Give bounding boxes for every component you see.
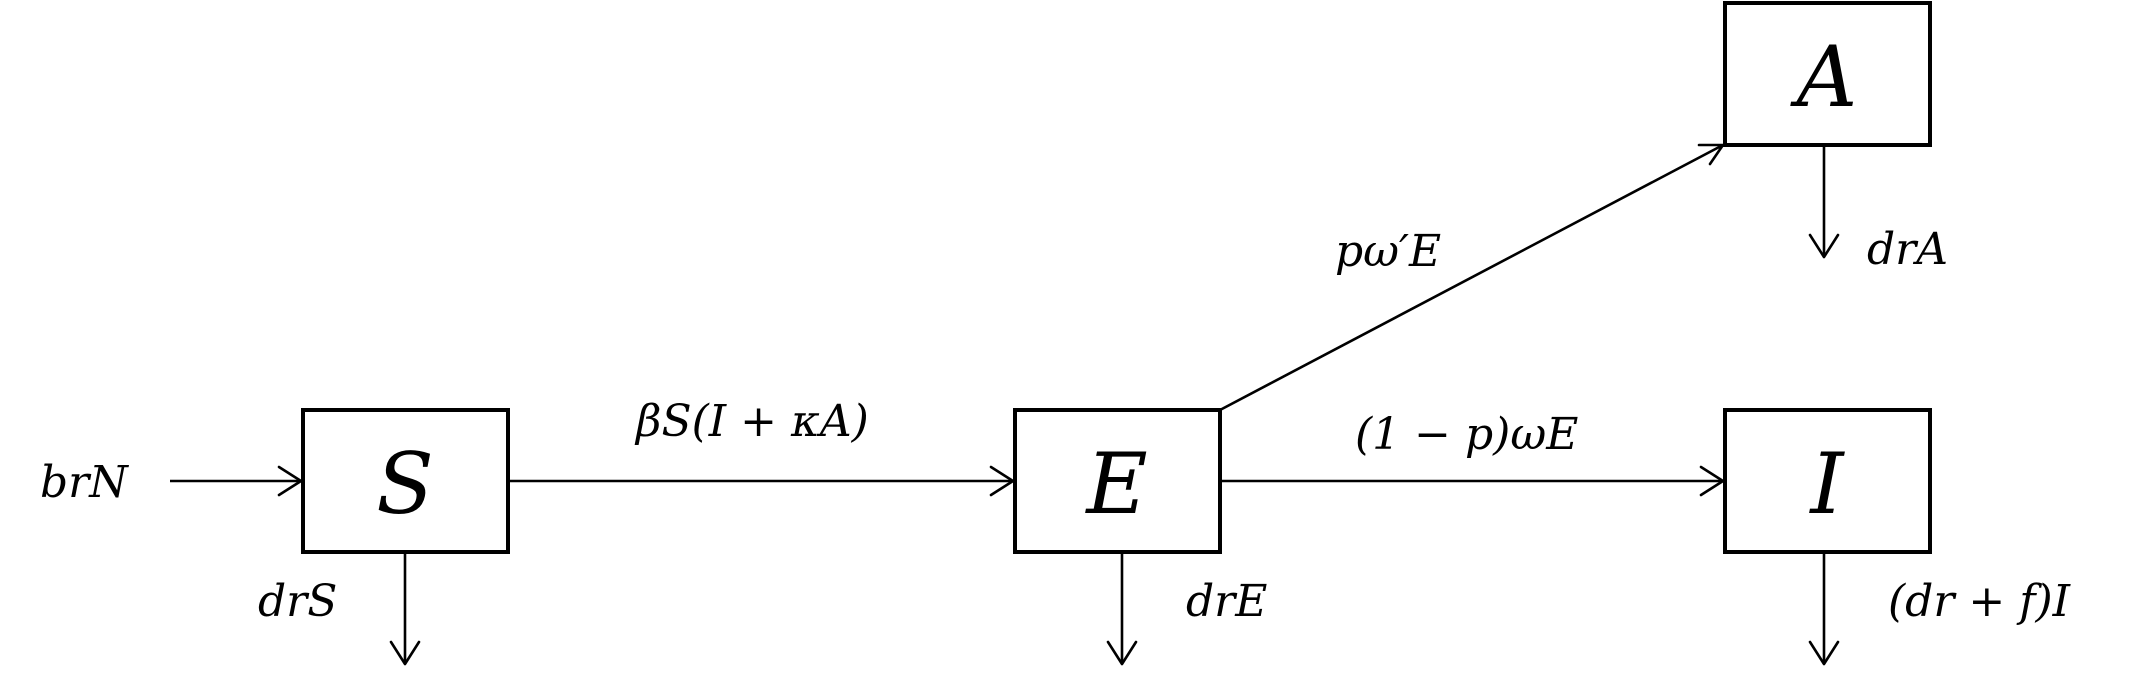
infection-rate-label: βS(I + κA) [634, 396, 869, 447]
compartment-s-label: S [376, 435, 434, 533]
death-i-arrow [1808, 552, 1840, 666]
death-a-label: drA [1867, 224, 1948, 275]
birth-arrow [170, 465, 303, 497]
death-s-arrow [389, 552, 421, 666]
compartment-a-label: A [1790, 28, 1858, 126]
death-s-label: drS [258, 576, 337, 627]
asymptomatic-rate-label: pω′E [1335, 226, 1441, 277]
death-i-label: (dr + f)I [1888, 576, 2072, 627]
death-e-arrow [1106, 552, 1138, 666]
compartment-a: A [1723, 1, 1932, 147]
asymptomatic-transition-arrow [1219, 143, 1725, 412]
infection-arrow [508, 465, 1015, 497]
compartment-i-label: I [1808, 435, 1845, 533]
birth-rate-label: brN [40, 457, 129, 508]
compartment-i: I [1723, 408, 1932, 554]
death-e-label: drE [1186, 576, 1267, 627]
infected-transition-arrow [1220, 465, 1725, 497]
compartment-e: E [1013, 408, 1222, 554]
infected-rate-label: (1 − p)ωE [1355, 409, 1578, 460]
death-a-arrow [1808, 145, 1840, 259]
compartment-s: S [301, 408, 510, 554]
compartment-e-label: E [1084, 435, 1147, 533]
